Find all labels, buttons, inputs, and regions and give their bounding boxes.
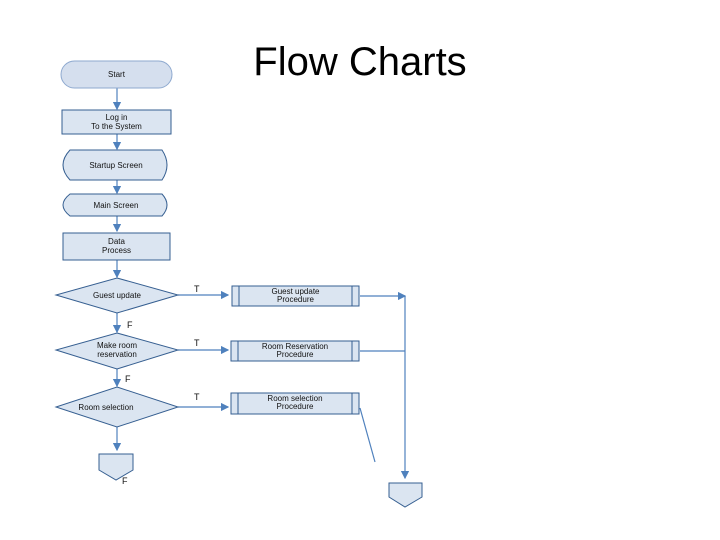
- login-label-line2: To the System: [91, 122, 142, 131]
- start-terminal: Start: [60, 60, 173, 89]
- proc-room-selection: Room selection Procedure: [230, 392, 360, 415]
- startup-screen-display: Startup Screen: [62, 149, 168, 181]
- startup-label: Startup Screen: [89, 161, 142, 170]
- decision-room-selection: Room selection: [54, 386, 180, 428]
- main-screen-label: Main Screen: [94, 201, 139, 210]
- login-process: Log in To the System: [61, 109, 172, 135]
- flag-false-room: F: [122, 476, 128, 486]
- decision-guest-update: Guest update: [54, 277, 180, 314]
- proc-guest-update: Guest update Procedure: [231, 285, 360, 307]
- flag-false-guest: F: [127, 320, 133, 330]
- proc-reservation-line2: Procedure: [277, 350, 314, 359]
- data-process-line1: Data: [108, 237, 125, 246]
- data-process-box: Data Process: [62, 232, 171, 261]
- start-label: Start: [108, 70, 126, 79]
- login-label-line1: Log in: [106, 113, 128, 122]
- data-process-line2: Process: [102, 246, 131, 255]
- offpage-connector-right: [388, 482, 423, 508]
- decision-make-reservation: Make room reservation: [54, 332, 180, 370]
- flag-false-reservation: F: [125, 374, 131, 384]
- offpage-connector-left: [98, 453, 134, 481]
- decision-room-label: Room selection: [78, 403, 133, 412]
- main-screen-display: Main Screen: [62, 193, 168, 217]
- slide-title: Flow Charts: [253, 40, 467, 84]
- decision-reservation-line1: Make room: [97, 341, 137, 350]
- flag-true-guest: T: [194, 284, 200, 294]
- proc-guest-line1: Guest update: [271, 287, 320, 296]
- proc-room-line1: Room selection: [267, 394, 322, 403]
- flag-true-reservation: T: [194, 338, 200, 348]
- decision-reservation-line2: reservation: [97, 350, 137, 359]
- proc-guest-line2: Procedure: [277, 295, 314, 304]
- flag-true-room: T: [194, 392, 200, 402]
- connector-lines: [112, 88, 410, 480]
- proc-reservation-line1: Room Reservation: [262, 342, 328, 351]
- decision-guest-label: Guest update: [93, 291, 142, 300]
- proc-room-reservation: Room Reservation Procedure: [230, 340, 360, 362]
- proc-room-line2: Procedure: [277, 402, 314, 411]
